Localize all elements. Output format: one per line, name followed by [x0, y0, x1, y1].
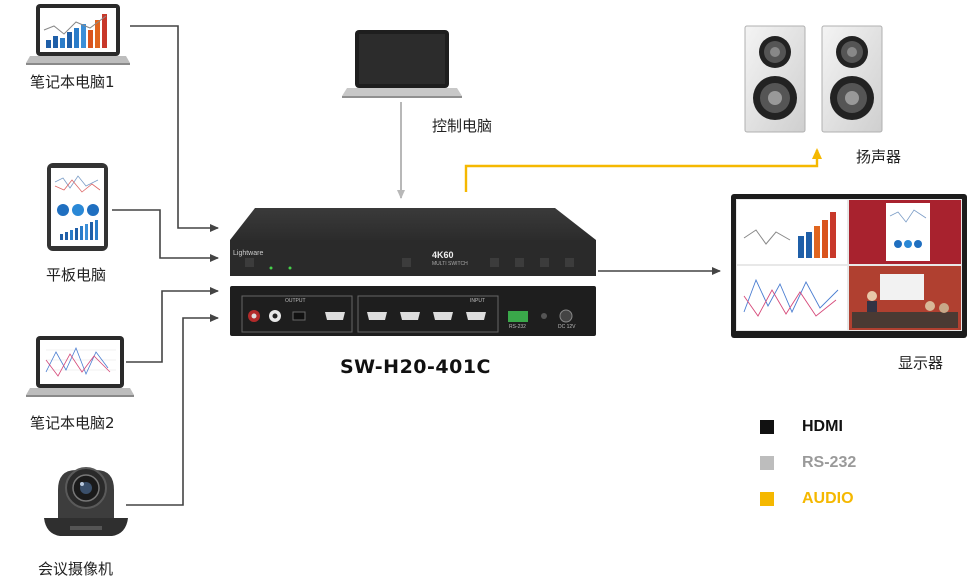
tablet-icon — [47, 163, 108, 251]
device-front-sub: MULTI SWITCH — [432, 261, 468, 267]
speaker-right-icon — [821, 25, 883, 133]
rear-port-rs232: RS-232 — [509, 324, 526, 330]
hdmi-line-tablet — [112, 209, 219, 262]
rear-port-dc: DC 12V — [558, 324, 576, 330]
label-display: 显示器 — [898, 354, 944, 372]
rear-input-title: INPUT — [470, 298, 485, 304]
laptop2-icon — [26, 336, 134, 397]
legend-audio-label: AUDIO — [802, 490, 854, 507]
camera-icon — [44, 467, 128, 536]
device-model-label: SW-H20-401C — [340, 356, 492, 378]
display-icon — [731, 194, 967, 338]
speaker-left-icon — [744, 25, 806, 133]
device-brand: Lightware — [233, 250, 264, 257]
switcher-device — [230, 208, 596, 336]
label-laptop1: 笔记本电脑1 — [30, 73, 115, 91]
legend-audio: AUDIO — [760, 490, 854, 508]
label-speakers: 扬声器 — [856, 148, 902, 166]
label-tablet: 平板电脑 — [46, 266, 107, 284]
label-camera: 会议摄像机 — [38, 560, 114, 578]
hdmi-line-camera — [126, 314, 219, 506]
legend-hdmi-label: HDMI — [802, 418, 843, 435]
laptop1-icon — [26, 4, 130, 65]
hdmi-line-laptop2 — [126, 287, 219, 363]
legend-rs232-swatch — [760, 456, 774, 470]
device-front-title: 4K60 — [432, 250, 454, 260]
rear-output-title: OUTPUT — [285, 298, 306, 304]
hdmi-line-laptop1 — [130, 25, 219, 232]
label-control-pc: 控制电脑 — [432, 117, 493, 135]
legend-hdmi-swatch — [760, 420, 774, 434]
audio-line-speakers — [464, 148, 822, 192]
control-pc-icon — [342, 30, 462, 98]
legend-hdmi: HDMI — [760, 418, 843, 436]
legend-rs232: RS-232 — [760, 454, 856, 472]
legend-audio-swatch — [760, 492, 774, 506]
label-laptop2: 笔记本电脑2 — [30, 414, 115, 432]
legend-rs232-label: RS-232 — [802, 454, 857, 471]
